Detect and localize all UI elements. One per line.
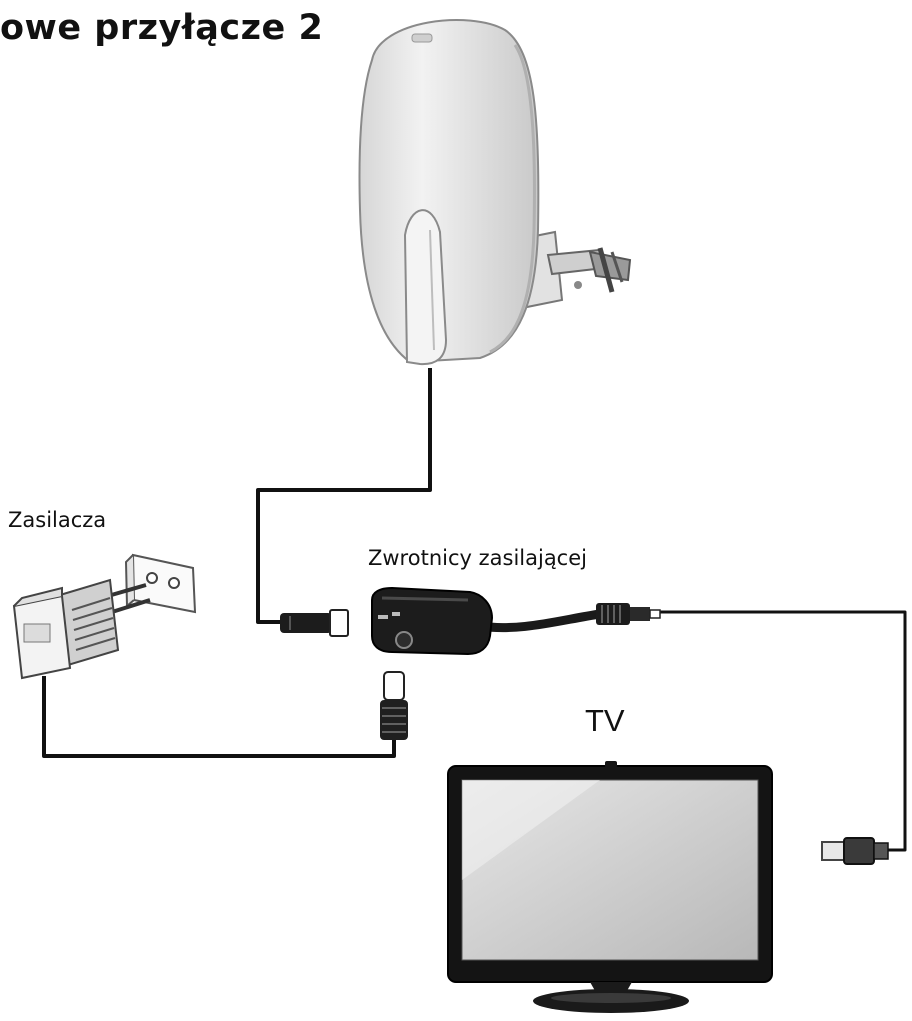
cable-splitter-to-tv [660,610,907,852]
splitter-label: Zwrotnicy zasilającej [368,546,587,570]
tv-coax-plug-icon [821,837,889,865]
power-adapter-icon [12,578,151,680]
cables [42,368,907,852]
tv-label: TV [585,703,625,738]
cable-psu-to-splitter [42,676,396,758]
television-icon [447,761,773,1013]
cable-antenna-to-splitter [256,368,432,624]
antenna-icon [358,19,632,366]
power-inserter-icon [371,586,661,740]
coax-plug-icon [280,609,349,637]
power-supply-label: Zasilacza [8,508,107,532]
wall-socket-icon [124,553,197,614]
page-title: owe przyłącze 2 [0,8,324,48]
